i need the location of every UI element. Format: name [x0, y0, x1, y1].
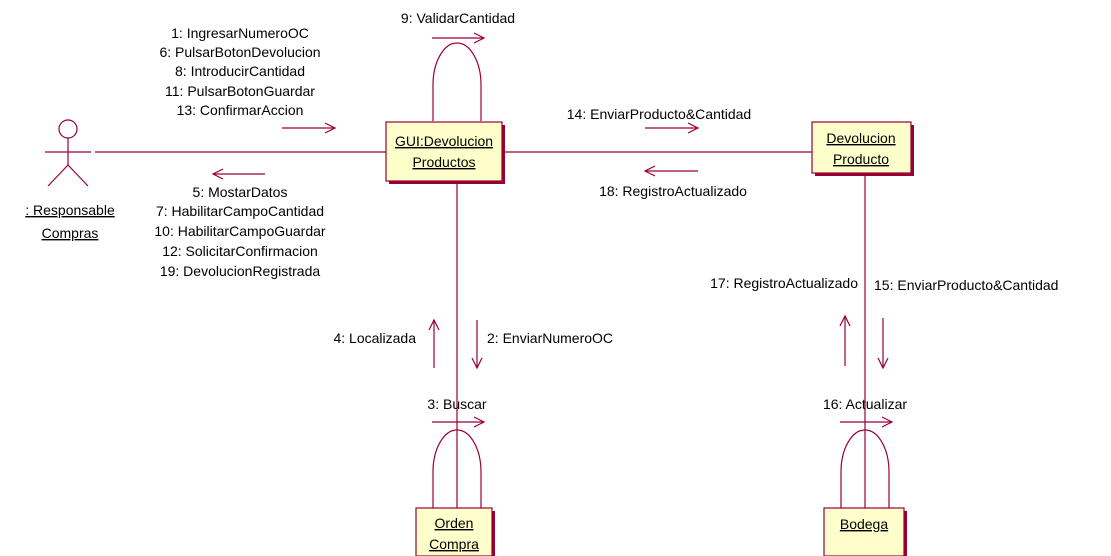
- object-gui-devolucion-productos[interactable]: GUI:Devolucion Productos: [385, 121, 505, 184]
- message-line: 12: SolicitarConfirmacion: [162, 243, 318, 259]
- self-link-gui: [432, 42, 482, 121]
- object-label: Bodega: [840, 516, 888, 532]
- message-registro-actualizado: 18: RegistroActualizado: [599, 183, 747, 199]
- actor-left-leg: [47, 164, 69, 187]
- arrow-bodega-to-devolucion: [839, 314, 851, 366]
- arrow-actualizar: [840, 416, 894, 428]
- object-label-line2: Productos: [412, 154, 475, 170]
- arrow-buscar: [432, 416, 486, 428]
- object-bodega[interactable]: Bodega: [823, 507, 907, 556]
- message-line: 7: HabilitarCampoCantidad: [156, 203, 324, 219]
- arrow-actor-to-gui: [282, 122, 337, 134]
- message-enviar-producto-cantidad-bodega: 15: EnviarProducto&Cantidad: [874, 277, 1058, 293]
- message-enviar-producto-cantidad: 14: EnviarProducto&Cantidad: [567, 106, 751, 122]
- object-orden-compra[interactable]: Orden Compra: [415, 507, 495, 556]
- message-line: 19: DevolucionRegistrada: [160, 263, 321, 279]
- arrow-devolucion-to-gui: [643, 165, 698, 177]
- object-label-line2: Producto: [833, 151, 889, 167]
- message-line: 6: PulsarBotonDevolucion: [159, 44, 320, 60]
- actor-head: [58, 119, 78, 139]
- message-enviar-numero-oc: 2: EnviarNumeroOC: [487, 330, 613, 346]
- actor-label-line1: : Responsable: [25, 202, 115, 218]
- message-line: 1: IngresarNumeroOC: [171, 25, 309, 41]
- object-label-line1: Orden: [435, 515, 474, 531]
- message-registro-actualizado-bodega: 17: RegistroActualizado: [710, 275, 858, 291]
- object-label-line1: Devolucion: [826, 130, 895, 146]
- message-validar-cantidad: 9: ValidarCantidad: [401, 10, 515, 26]
- actor-label-line2: Compras: [42, 225, 99, 241]
- self-link-orden: [432, 429, 482, 508]
- message-line: 10: HabilitarCampoGuardar: [154, 223, 326, 239]
- object-label-line1: GUI:Devolucion: [395, 133, 493, 149]
- arrow-validar-cantidad: [432, 32, 486, 44]
- object-box: [811, 121, 912, 174]
- message-line: 11: PulsarBotonGuardar: [165, 83, 315, 99]
- message-line: 5: MostarDatos: [193, 184, 288, 200]
- arrow-gui-to-actor: [211, 168, 265, 180]
- arrow-gui-to-orden: [471, 320, 483, 370]
- message-localizada: 4: Localizada: [333, 330, 416, 346]
- message-actualizar: 16: Actualizar: [823, 396, 907, 412]
- object-box: [415, 507, 493, 556]
- arrow-gui-to-devolucion: [645, 122, 700, 134]
- self-link-bodega: [840, 429, 890, 508]
- messages-gui-to-actor: 5: MostarDatos 7: HabilitarCampoCantidad…: [154, 184, 326, 279]
- object-label-line2: Compra: [429, 536, 479, 552]
- actor-responsable-compras[interactable]: [45, 119, 91, 187]
- arrow-orden-to-gui: [428, 318, 440, 368]
- actor-right-leg: [67, 164, 89, 187]
- object-devolucion-producto[interactable]: Devolucion Producto: [811, 121, 914, 176]
- message-buscar: 3: Buscar: [427, 396, 486, 412]
- object-box: [385, 121, 503, 182]
- message-line: 8: IntroducirCantidad: [175, 63, 305, 79]
- messages-actor-to-gui: 1: IngresarNumeroOC 6: PulsarBotonDevolu…: [159, 25, 320, 118]
- arrow-devolucion-to-bodega: [877, 318, 889, 370]
- object-box: [823, 507, 905, 556]
- message-line: 13: ConfirmarAccion: [177, 102, 304, 118]
